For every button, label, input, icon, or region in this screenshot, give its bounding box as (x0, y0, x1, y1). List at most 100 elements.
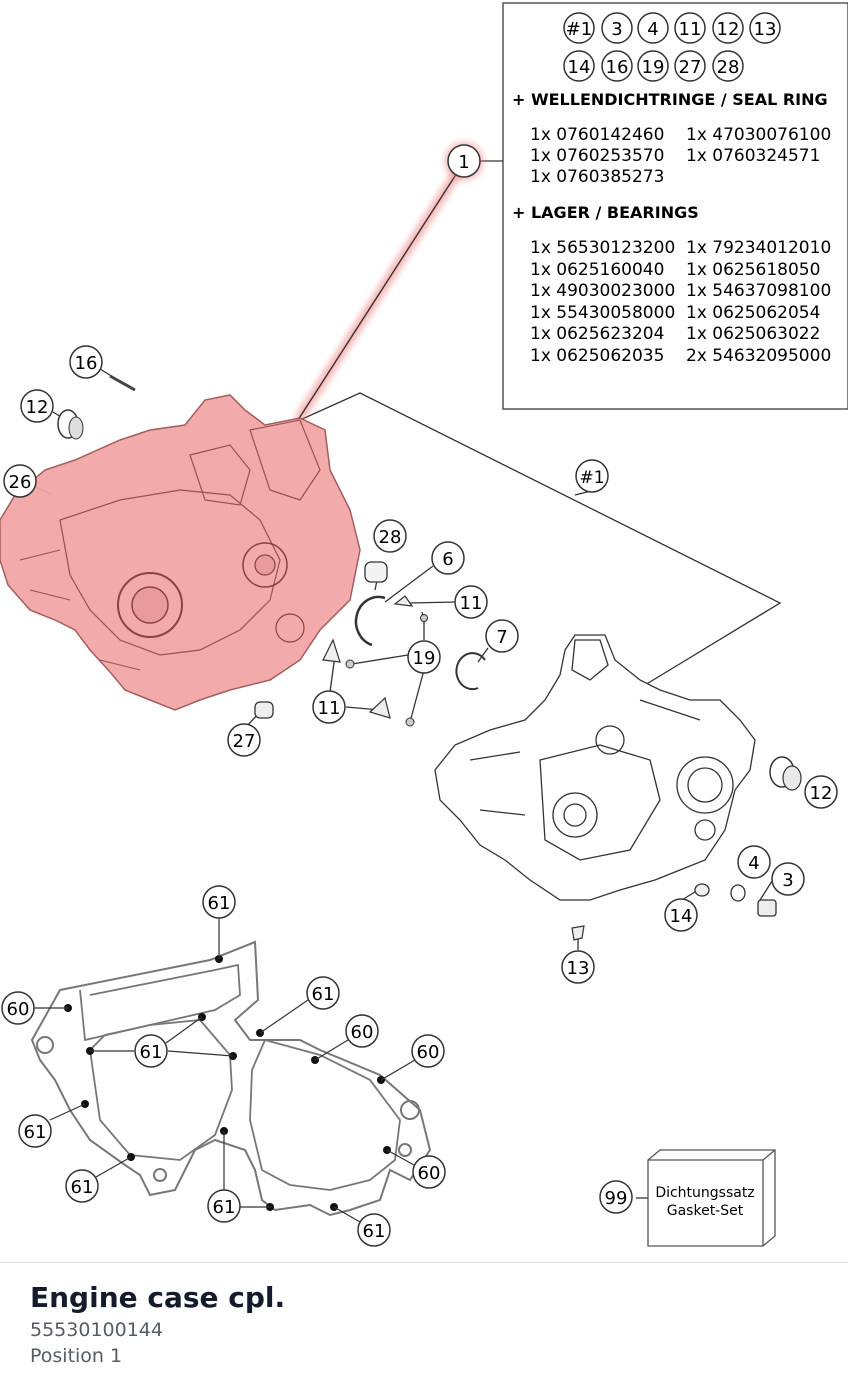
bearing-row-4-left: 1x 55430058000 (530, 303, 675, 323)
callout-60-lower-right[interactable]: 60 (412, 1155, 446, 1189)
sleeve-27 (254, 701, 274, 719)
svg-text:19: 19 (642, 57, 665, 78)
svg-text:1: 1 (458, 152, 469, 173)
badge: 12 (712, 12, 744, 44)
exploded-diagram: #1 3 4 11 12 13 14 16 19 27 28 + WELLEND… (0, 2, 848, 1247)
svg-text:16: 16 (606, 57, 629, 78)
gasket-set-line1: Dichtungssatz (655, 1185, 754, 1201)
svg-text:61: 61 (24, 1122, 47, 1143)
bearing-row-2-left: 1x 0625160040 (530, 260, 664, 280)
callout-27[interactable]: 27 (227, 723, 261, 757)
svg-text:4: 4 (647, 19, 658, 40)
svg-text:61: 61 (208, 893, 231, 914)
callout-61-bottom-center[interactable]: 61 (207, 1189, 241, 1223)
badge: 19 (637, 50, 669, 82)
callout-6[interactable]: 6 (431, 541, 465, 575)
badge: 14 (563, 50, 595, 82)
svg-text:60: 60 (417, 1042, 440, 1063)
svg-text:12: 12 (717, 19, 740, 40)
part-position: Position 1 (30, 1345, 123, 1367)
callout-26[interactable]: 26 (3, 464, 37, 498)
callout-11[interactable]: 11 (454, 585, 488, 619)
badge: 13 (749, 12, 781, 44)
callout-hash-1[interactable]: #1 (575, 459, 609, 493)
svg-text:13: 13 (754, 19, 777, 40)
screw-19 (322, 614, 428, 727)
callout-19[interactable]: 19 (407, 640, 441, 674)
callout-61-upper-right[interactable]: 61 (306, 976, 340, 1010)
seal-row-1-right: 1x 47030076100 (686, 125, 831, 145)
callout-13[interactable]: 13 (561, 950, 595, 984)
dowel-11-upper (393, 595, 414, 607)
svg-text:99: 99 (605, 1188, 628, 1209)
callout-12[interactable]: 12 (20, 389, 54, 423)
svg-text:27: 27 (233, 731, 256, 752)
svg-text:3: 3 (782, 870, 793, 891)
seal-row-2-right: 1x 0760324571 (686, 146, 820, 166)
callout-7[interactable]: 7 (485, 619, 519, 653)
seal-row-3-left: 1x 0760385273 (530, 167, 664, 187)
gasket-set-line2: Gasket-Set (667, 1203, 744, 1219)
bearing-heading: + LAGER / BEARINGS (512, 203, 699, 222)
seal-heading: + WELLENDICHTRINGE / SEAL RING (512, 90, 828, 109)
callout-12-right[interactable]: 12 (804, 775, 838, 809)
svg-text:11: 11 (679, 19, 702, 40)
svg-text:#1: #1 (579, 468, 604, 488)
svg-text:3: 3 (611, 19, 622, 40)
badge: 28 (712, 50, 744, 82)
seal-row-2-left: 1x 0760253570 (530, 146, 664, 166)
bearing-row-5-right: 1x 0625063022 (686, 324, 820, 344)
callout-14[interactable]: 14 (664, 898, 698, 932)
svg-text:26: 26 (9, 472, 32, 493)
callout-99[interactable]: 99 (599, 1180, 633, 1214)
svg-text:12: 12 (810, 783, 833, 804)
callout-61-left[interactable]: 61 (18, 1114, 52, 1148)
bearing-row-4-right: 1x 0625062054 (686, 303, 820, 323)
callout-4[interactable]: 4 (737, 845, 771, 879)
svg-text:14: 14 (670, 906, 693, 927)
badge: 3 (601, 12, 633, 44)
svg-text:12: 12 (26, 397, 49, 418)
callout-11-lower[interactable]: 11 (312, 690, 346, 724)
bearing-row-3-left: 1x 49030023000 (530, 281, 675, 301)
callout-61-bottom-right[interactable]: 61 (357, 1213, 391, 1247)
seal-row-1-left: 1x 0760142460 (530, 125, 664, 145)
bearing-row-6-left: 1x 0625062035 (530, 346, 664, 366)
bearing-row-1-right: 1x 79234012010 (686, 238, 831, 258)
badge: 4 (637, 12, 669, 44)
bush-28 (364, 561, 388, 583)
circlip-7 (455, 652, 486, 691)
plug-14 (694, 883, 710, 897)
part-title: Engine case cpl. (30, 1281, 286, 1314)
stud-13 (571, 925, 585, 941)
parts-info-box: #1 3 4 11 12 13 14 16 19 27 28 + WELLEND… (502, 2, 848, 410)
callout-60-mid[interactable]: 60 (345, 1014, 379, 1048)
gasket-dots (64, 955, 391, 1211)
svg-text:60: 60 (7, 999, 30, 1020)
dowel-11-lower (368, 696, 391, 719)
bearing-row-3-right: 1x 54637098100 (686, 281, 831, 301)
callout-16[interactable]: 16 (69, 345, 103, 379)
callout-61-center[interactable]: 61 (134, 1034, 168, 1068)
bolt-16 (109, 374, 136, 392)
part-number: 55530100144 (30, 1319, 163, 1341)
bearing-row-5-left: 1x 0625623204 (530, 324, 664, 344)
svg-text:28: 28 (379, 527, 402, 548)
callout-60-right[interactable]: 60 (411, 1034, 445, 1068)
svg-text:19: 19 (413, 648, 436, 669)
badge: 27 (674, 50, 706, 82)
callout-1[interactable]: 1 (444, 141, 484, 181)
callout-3[interactable]: 3 (771, 862, 805, 896)
part-info-footer: Engine case cpl. 55530100144 Position 1 (0, 1262, 848, 1391)
callout-61-top[interactable]: 61 (202, 885, 236, 919)
svg-text:13: 13 (567, 958, 590, 979)
svg-text:61: 61 (140, 1042, 163, 1063)
gasket-set-box: Dichtungssatz Gasket-Set (647, 1149, 776, 1247)
callout-61-lower-left[interactable]: 61 (65, 1169, 99, 1203)
svg-text:28: 28 (717, 57, 740, 78)
callout-28[interactable]: 28 (373, 519, 407, 553)
svg-text:11: 11 (460, 593, 483, 614)
callout-60-left[interactable]: 60 (1, 991, 35, 1025)
seal-12-left (57, 409, 84, 440)
gasket-leaders (34, 918, 416, 1223)
